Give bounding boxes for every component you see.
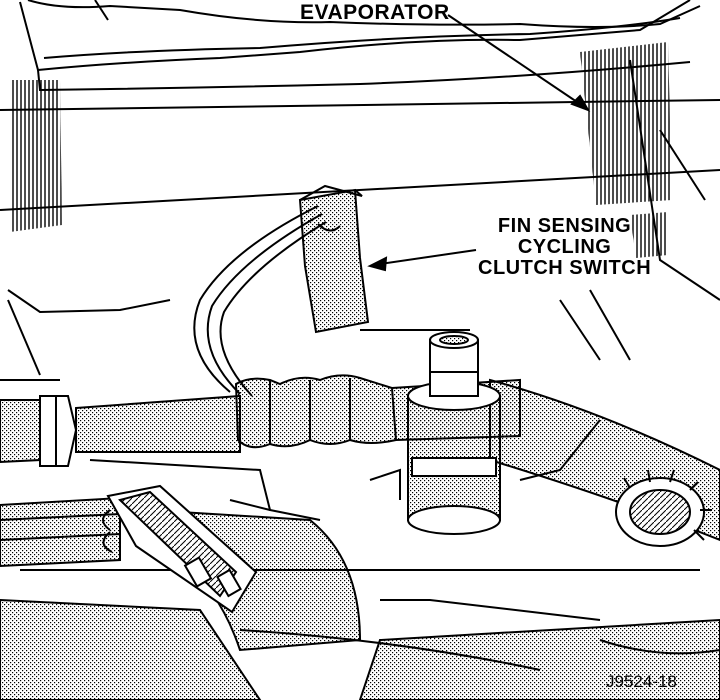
fin-sensing-label-line-3: CLUTCH SWITCH xyxy=(478,257,652,279)
evaporator-leader xyxy=(447,14,591,112)
grommet xyxy=(615,469,712,547)
fin-sensing-leader xyxy=(367,249,477,272)
electrical-connector xyxy=(102,484,258,614)
switch-wires xyxy=(193,205,327,397)
evaporator-label: EVAPORATOR xyxy=(300,1,450,24)
evaporator-fins xyxy=(10,42,672,258)
fin-sensing-switch xyxy=(298,184,370,334)
figure-id: J9524-18 xyxy=(606,672,677,691)
lower-components xyxy=(358,618,720,700)
fin-sensing-label-line-1: FIN SENSING xyxy=(497,215,632,237)
fin-sensing-switch-label: FIN SENSING CYCLING CLUTCH SWITCH xyxy=(478,216,651,279)
evaporator-housing xyxy=(0,0,720,301)
fin-sensing-label-line-2: CYCLING xyxy=(517,236,612,258)
